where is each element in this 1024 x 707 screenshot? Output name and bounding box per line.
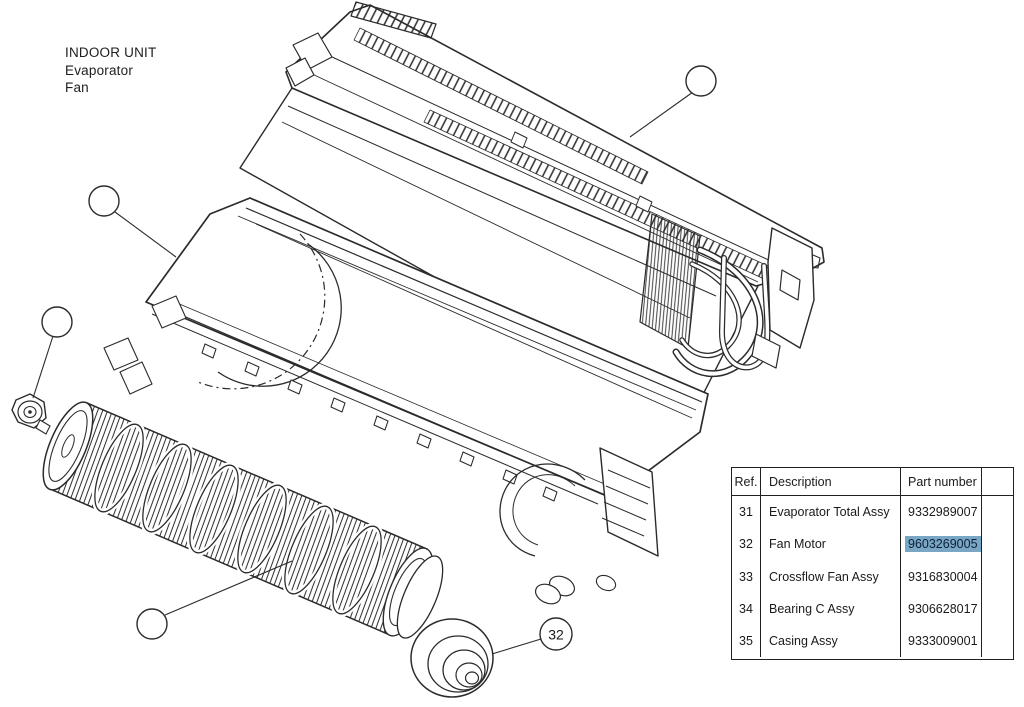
fan-motor — [396, 555, 494, 698]
part-number-cell: 9316830004 — [901, 560, 982, 593]
leader-line-motor — [491, 638, 542, 655]
svg-text:32: 32 — [548, 627, 564, 643]
part-description-cell: Evaporator Total Assy — [761, 496, 901, 529]
spare-cell — [982, 496, 1013, 528]
part-number-text: 9306628017 — [908, 602, 978, 617]
balloon-crossflow-fan — [136, 608, 168, 640]
part-ref-cell: 33 — [732, 560, 761, 593]
leader-line-body — [114, 211, 177, 258]
part-ref-cell: 35 — [732, 625, 761, 658]
title-block: INDOOR UNIT Evaporator Fan — [65, 44, 156, 97]
spare-cell — [982, 593, 1013, 625]
part-number-cell: 9306628017 — [901, 592, 982, 626]
bearing — [11, 393, 51, 435]
evaporator-coil-end — [639, 213, 815, 378]
part-number-text: 9332989007 — [908, 505, 978, 520]
spare-cell — [982, 528, 1013, 560]
part-description-cell: Crossflow Fan Assy — [761, 560, 901, 593]
balloon-main-body — [88, 185, 120, 217]
balloon-fan-motor: 32 — [539, 617, 573, 651]
spare-cell — [982, 625, 1013, 657]
column-header-spare — [982, 468, 1013, 496]
part-description-cell: Bearing C Assy — [761, 592, 901, 626]
page-subtitle-1: Evaporator — [65, 62, 134, 78]
selected-part-number[interactable]: 9603269005 — [905, 536, 981, 553]
leader-line-fan — [164, 560, 293, 616]
column-header-description: Description — [761, 468, 901, 496]
balloon-casing — [685, 65, 717, 97]
part-description-cell: Fan Motor — [761, 528, 901, 561]
part-description-cell: Casing Assy — [761, 625, 901, 658]
crossflow-fan — [42, 401, 434, 637]
page-title: INDOOR UNIT — [65, 45, 157, 60]
part-number-text: 9333009001 — [908, 634, 978, 649]
part-number-cell: 9333009001 — [901, 625, 982, 658]
leader-line-bearing — [32, 335, 54, 399]
spare-cell — [982, 561, 1013, 593]
casing-top-assembly — [239, 1, 825, 421]
part-ref-cell: 34 — [732, 592, 761, 626]
main-casing-body — [103, 197, 709, 605]
column-header-ref: Ref. — [732, 468, 761, 496]
part-ref-cell: 32 — [732, 528, 761, 561]
part-number-cell: 9332989007 — [901, 496, 982, 529]
leader-line-casing — [629, 91, 694, 138]
column-header-part-number: Part number — [901, 468, 982, 496]
page-subtitle-2: Fan — [65, 80, 89, 95]
part-ref-cell: 31 — [732, 496, 761, 529]
part-number-cell: 9603269005 — [901, 528, 982, 561]
parts-table: Ref. Description Part number 31 Evaporat… — [731, 467, 1014, 660]
part-number-text: 9316830004 — [908, 569, 978, 584]
balloon-bearing — [41, 306, 73, 338]
